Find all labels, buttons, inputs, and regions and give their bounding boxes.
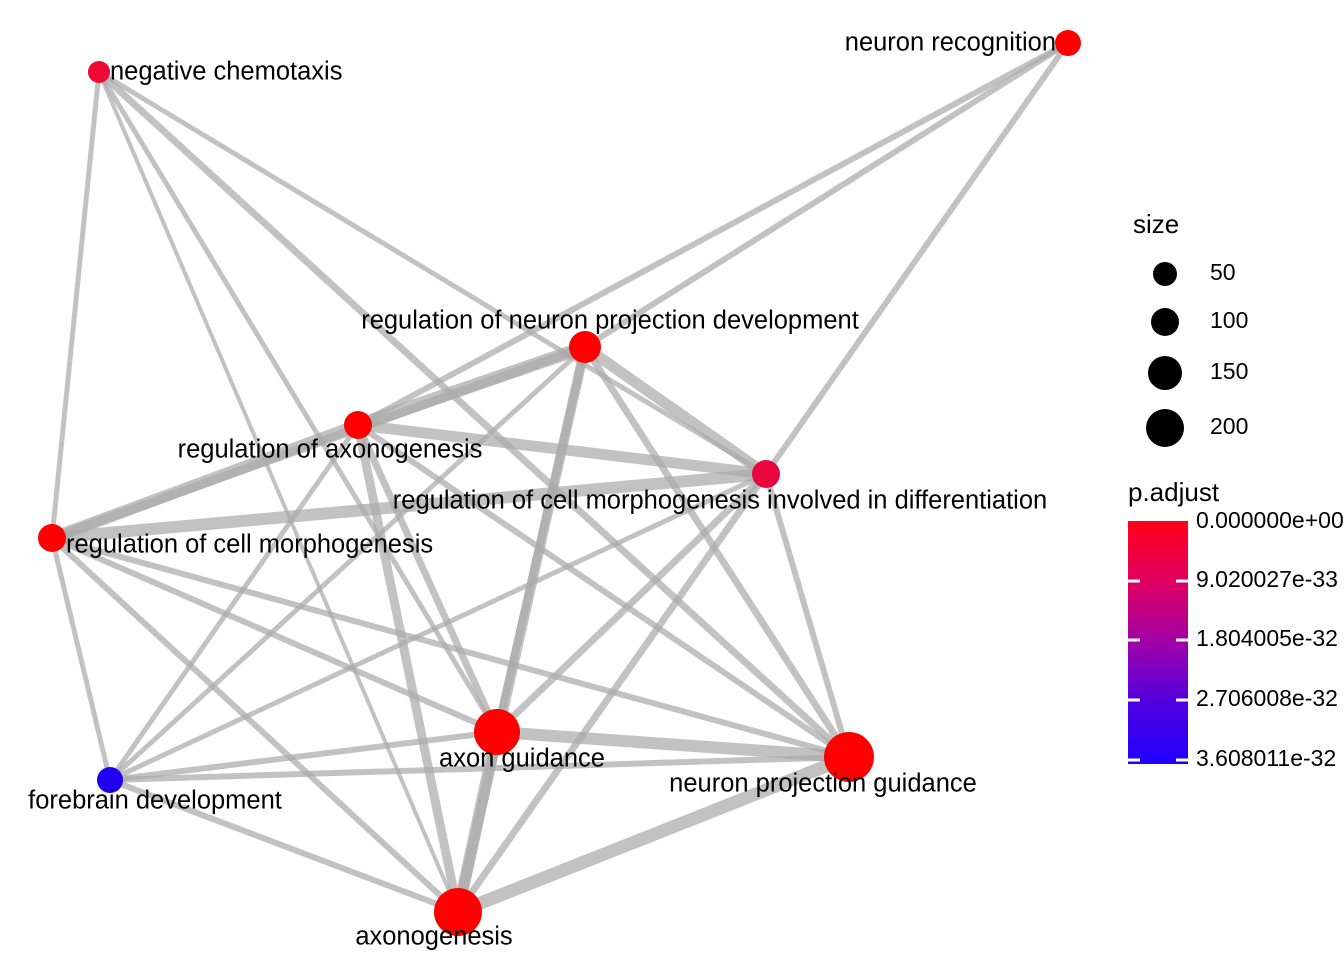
network-edge [108,345,587,782]
network-node-label-regulation_of_axonogenesis: regulation of axonogenesis [178,436,483,464]
network-node-label-regulation_of_neuron_projection_development: regulation of neuron projection developm… [361,307,859,335]
network-node-regulation_of_axonogenesis[interactable] [344,411,372,439]
size-legend-label-100: 100 [1210,307,1248,333]
padjust-tick-label: 9.020027e-33 [1196,566,1338,592]
size-legend-label-200: 200 [1210,413,1248,439]
network-node-axonogenesis[interactable] [434,888,482,936]
size-legend-dot-100 [1151,308,1179,336]
network-node-regulation_of_cell_morphogenesis[interactable] [38,524,66,552]
size-legend-title: size [1133,209,1179,239]
network-node-label-neuron_recognition: neuron recognition [845,29,1056,57]
network-node-label-neuron_projection_guidance: neuron projection guidance [669,770,977,798]
network-node-negative_chemotaxis[interactable] [88,61,110,83]
network-edge [581,342,770,479]
network-node-label-axonogenesis: axonogenesis [355,923,512,951]
network-edge [51,535,850,760]
network-edge [354,423,501,734]
network-node-label-regulation_of_cell_morphogenesis: regulation of cell morphogenesis [66,531,433,559]
network-edge [356,40,1070,428]
padjust-legend: p.adjust 0.000000e+00 9.020027e-33 1.80400… [1128,477,1344,771]
size-legend-items: 50 100 150 200 [1146,259,1248,447]
network-edge [49,535,461,915]
network-edge [763,473,852,758]
network-edge [107,423,361,782]
network-node-neuron_recognition[interactable] [1055,30,1081,56]
network-edge [356,422,851,760]
network-edge [96,69,852,760]
network-node-label-negative_chemotaxis: negative chemotaxis [110,58,342,86]
network-node-regulation_of_neuron_projection_development[interactable] [569,331,601,363]
network-edge [455,471,769,915]
network-node-label-regulation_of_cell_morphogenesis_involved_in_differentiation: regulation of cell morphogenesis involve… [393,487,1047,515]
padjust-legend-title: p.adjust [1128,477,1220,507]
network-node-labels: negative chemotaxis neuron recognition reg… [28,29,1056,951]
network-node-regulation_of_cell_morphogenesis_involved_in_differentiation[interactable] [752,460,780,488]
network-edge [108,471,768,783]
network-node-forebrain_development[interactable] [97,767,123,793]
network-edge [452,730,503,914]
size-legend-dot-200 [1146,409,1184,447]
network-node-neuron_projection_guidance[interactable] [824,732,874,782]
padjust-tick-labels: 0.000000e+00 9.020027e-33 1.804005e-32 2.70… [1196,507,1344,771]
network-edge [108,777,460,915]
network-edge [496,726,850,763]
padjust-tick-label: 0.000000e+00 [1196,507,1344,533]
size-legend-dot-50 [1153,262,1177,286]
padjust-tick-marks [1128,579,1188,762]
network-edge [109,754,850,783]
network-edge [96,70,500,734]
network-edge [49,419,361,544]
network-edge [50,535,499,735]
network-edge [494,471,769,735]
network-nodes [38,30,1081,936]
network-node-axon_guidance[interactable] [474,709,520,755]
network-edge [583,40,1070,350]
size-legend-label-50: 50 [1210,259,1236,285]
size-legend: size 50 100 150 200 [1133,209,1248,447]
network-edge [97,69,768,477]
network-edge [763,41,1071,476]
network-node-label-axon_guidance: axon guidance [439,745,605,773]
network-node-label-forebrain_development: forebrain development [28,787,282,815]
padjust-tick-label: 1.804005e-32 [1196,625,1338,651]
network-edge [49,537,113,781]
size-legend-label-150: 150 [1210,358,1248,384]
network-edge [51,468,767,544]
network-edge [582,345,852,759]
padjust-colorbar [1128,521,1188,764]
padjust-tick-label: 2.706008e-32 [1196,685,1338,711]
padjust-tick-label: 3.608011e-32 [1196,745,1336,771]
network-edge [455,750,852,919]
network-edge [357,419,767,480]
network-edge [49,71,102,539]
size-legend-dot-150 [1148,356,1182,390]
network-edge [109,729,498,783]
network-edges [49,40,1071,919]
